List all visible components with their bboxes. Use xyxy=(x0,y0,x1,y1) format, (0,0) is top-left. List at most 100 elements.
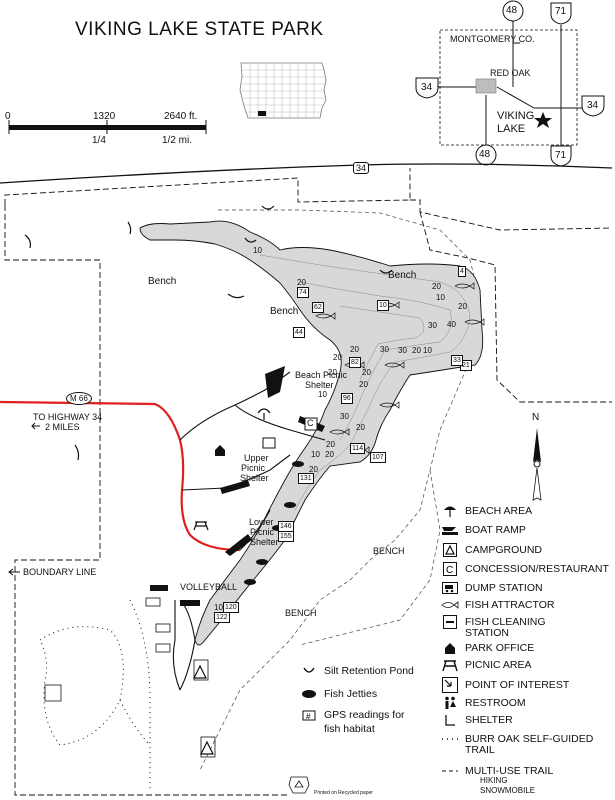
depth-label: 10 xyxy=(436,293,445,302)
legend-restroom: RESTROOM xyxy=(441,695,526,711)
gps-box-114: 114 xyxy=(350,443,366,454)
boat-ramp-icon xyxy=(441,523,459,537)
gps-box-33: 33 xyxy=(451,355,463,366)
legend-dump-station-label: DUMP STATION xyxy=(465,582,543,594)
legend-beach-area: BEACH AREA xyxy=(441,503,532,519)
route-71-top-shield-icon xyxy=(550,2,572,25)
picnic-area-icon xyxy=(441,658,459,672)
scale-tick-1320: 1320 xyxy=(93,111,116,122)
gps-box-131: 131 xyxy=(298,473,314,484)
bench-label-1: Bench xyxy=(148,276,177,287)
boundary-line-label: BOUNDARY LINE xyxy=(23,567,97,577)
legend-fish-attractor: FISH ATTRACTOR xyxy=(441,597,554,613)
svg-text:#: # xyxy=(306,712,311,721)
route-34-left-label: 34 xyxy=(421,82,433,93)
depth-label: 20 xyxy=(412,346,421,355)
restroom-icon xyxy=(441,696,459,710)
gps-box-44: 44 xyxy=(293,327,305,338)
boundary-line xyxy=(4,168,613,796)
trail-dots-icon xyxy=(441,732,459,746)
legend-concession-label: CONCESSION/RESTAURANT xyxy=(465,563,609,575)
depth-label: 10 xyxy=(318,390,327,399)
bench-label-4: BENCH xyxy=(373,546,405,556)
silt-ponds xyxy=(24,205,393,461)
campground-icon xyxy=(441,543,459,557)
to-highway-label-2: 2 MILES xyxy=(45,422,80,432)
inset-park-label-1: VIKING xyxy=(497,110,535,122)
route-34-right-label: 34 xyxy=(587,100,599,111)
depth-label: 20 xyxy=(328,368,337,377)
dump-station-icon xyxy=(441,581,459,595)
county-road-m66 xyxy=(0,400,241,552)
depth-label: 20 xyxy=(326,440,335,449)
red-oak-town xyxy=(475,78,497,94)
depth-label: 20 xyxy=(356,423,365,432)
depth-label: 30 xyxy=(340,412,349,421)
iowa-locator-map xyxy=(239,62,327,119)
legend-fish-cleaning-label: FISH CLEANING xyxy=(465,616,546,628)
depth-label: 40 xyxy=(447,320,456,329)
silt-pond-icon xyxy=(300,665,318,677)
legend-campground: CAMPGROUND xyxy=(441,542,542,558)
route-34-right-shield-icon xyxy=(581,95,605,117)
lower-picnic-shelter-label-1: Lower xyxy=(249,517,274,527)
legend-park-office: PARK OFFICE xyxy=(441,640,534,656)
legend-gps-label-1: GPS readings for xyxy=(324,709,405,721)
depth-label: 20 xyxy=(432,282,441,291)
depth-label: 20 xyxy=(325,450,334,459)
legend-campground-label: CAMPGROUND xyxy=(465,544,543,556)
route-71-top-label: 71 xyxy=(555,6,567,17)
burr-oak-trail xyxy=(39,626,124,746)
park-office-icon xyxy=(441,641,459,655)
depth-label: 30 xyxy=(380,345,389,354)
depth-label: 20 xyxy=(333,353,342,362)
gps-box-10: 10 xyxy=(377,300,389,311)
legend-boat-ramp: BOAT RAMP xyxy=(441,522,526,538)
concession-icon: C xyxy=(441,562,459,576)
legend-beach-area-label: BEACH AREA xyxy=(465,505,533,517)
lower-picnic-shelter-label-3: Shelter xyxy=(250,537,279,547)
north-arrow-icon xyxy=(532,428,542,501)
map-title: VIKING LAKE STATE PARK xyxy=(75,19,324,40)
legend-burr-oak-trail-label-2: TRAIL xyxy=(465,744,495,756)
legend-silt-pond-label: Silt Retention Pond xyxy=(324,665,414,677)
depth-label: 20 xyxy=(350,345,359,354)
depth-label: 30 xyxy=(398,346,407,355)
highway-34-road xyxy=(0,163,613,184)
gps-box-74: 74 xyxy=(297,287,309,298)
inset-county-label: MONTGOMERY CO. xyxy=(450,34,535,44)
trail-dashes-icon xyxy=(441,764,459,778)
beach-area-icon xyxy=(441,504,459,518)
legend-gps: # GPS readings for xyxy=(300,709,405,721)
multi-use-trail xyxy=(199,209,481,771)
legend-picnic-area: PICNIC AREA xyxy=(441,657,532,673)
inset-park-label-2: LAKE xyxy=(497,123,526,135)
scale-tick-2640: 2640 ft. xyxy=(164,111,198,122)
highway-34-marker: 34 xyxy=(353,162,370,174)
gps-box-82: 82 xyxy=(349,357,361,368)
depth-label: 20 xyxy=(458,302,467,311)
gps-box-120: 120 xyxy=(223,602,239,613)
legend-point-of-interest: POINT OF INTEREST xyxy=(441,677,569,693)
bench-label-5: BENCH xyxy=(285,608,317,618)
gps-box-122: 122 xyxy=(214,612,230,623)
scale-tick-quarter-mile: 1/4 xyxy=(92,135,106,146)
depth-label: 10 xyxy=(253,246,262,255)
scale-tick-half-mile: 1/2 mi. xyxy=(162,135,193,146)
fish-attractor-icon xyxy=(441,598,459,612)
route-48-top-shield-icon xyxy=(502,0,524,22)
shelter-icon xyxy=(441,713,459,727)
gps-box-107: 107 xyxy=(370,452,386,463)
legend-restroom-label: RESTROOM xyxy=(465,697,526,709)
lower-picnic-shelter-label-2: Picnic xyxy=(250,527,275,537)
depth-label: 10 xyxy=(423,346,432,355)
gps-box-4: 4 xyxy=(458,266,466,277)
inset-town-label: RED OAK xyxy=(490,68,531,78)
route-48-top-label: 48 xyxy=(506,5,518,16)
beach-picnic-shelter-label-2: Shelter xyxy=(305,380,334,390)
legend-concession: C CONCESSION/RESTAURANT xyxy=(441,561,609,577)
scale-tick-0: 0 xyxy=(5,111,11,122)
depth-label: 10 xyxy=(214,603,223,612)
upper-picnic-shelter-label-3: Shelter xyxy=(240,473,269,483)
legend-fish-cleaning: FISH CLEANING xyxy=(441,614,546,630)
